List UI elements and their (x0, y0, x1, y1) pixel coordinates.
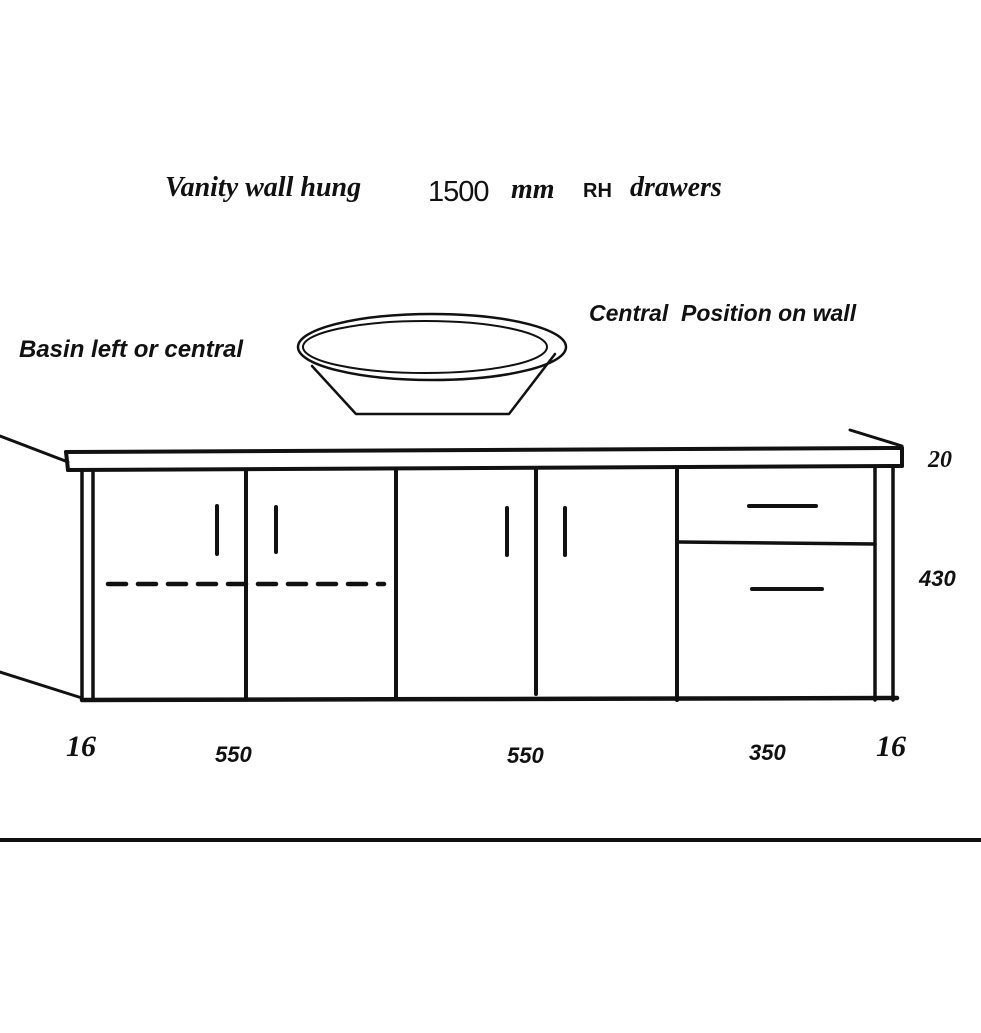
dim-section-1: 550 (215, 742, 252, 767)
dim-left-side: 16 (66, 730, 96, 763)
basin-bowl (310, 352, 557, 416)
title-unit: mm (511, 174, 555, 205)
dim-top-thickness: 20 (928, 447, 952, 473)
benchtop (64, 428, 904, 472)
title-suffix: drawers (630, 172, 722, 203)
dim-section-2: 550 (507, 743, 544, 768)
title-side: RH (583, 180, 612, 202)
drawer-divider (677, 540, 877, 546)
basin-note: Basin left or central (19, 336, 244, 363)
position-note: Central Position on wall (589, 300, 857, 326)
basin (296, 312, 568, 416)
wall-line-bottom (0, 670, 84, 700)
drawer-handles (747, 504, 824, 591)
door-handles (215, 504, 567, 557)
dim-right-side: 16 (876, 730, 906, 763)
dim-height: 430 (919, 566, 956, 591)
wall-line-top (0, 434, 70, 464)
title-prefix: Vanity wall hung (165, 172, 362, 203)
door-dividers (244, 468, 679, 702)
basin-rim-outer (296, 312, 568, 382)
cabinet-body (79, 466, 900, 703)
basin-rim-inner (302, 320, 548, 374)
title-width-value: 1500 (428, 176, 490, 208)
dim-section-3: 350 (749, 740, 786, 765)
